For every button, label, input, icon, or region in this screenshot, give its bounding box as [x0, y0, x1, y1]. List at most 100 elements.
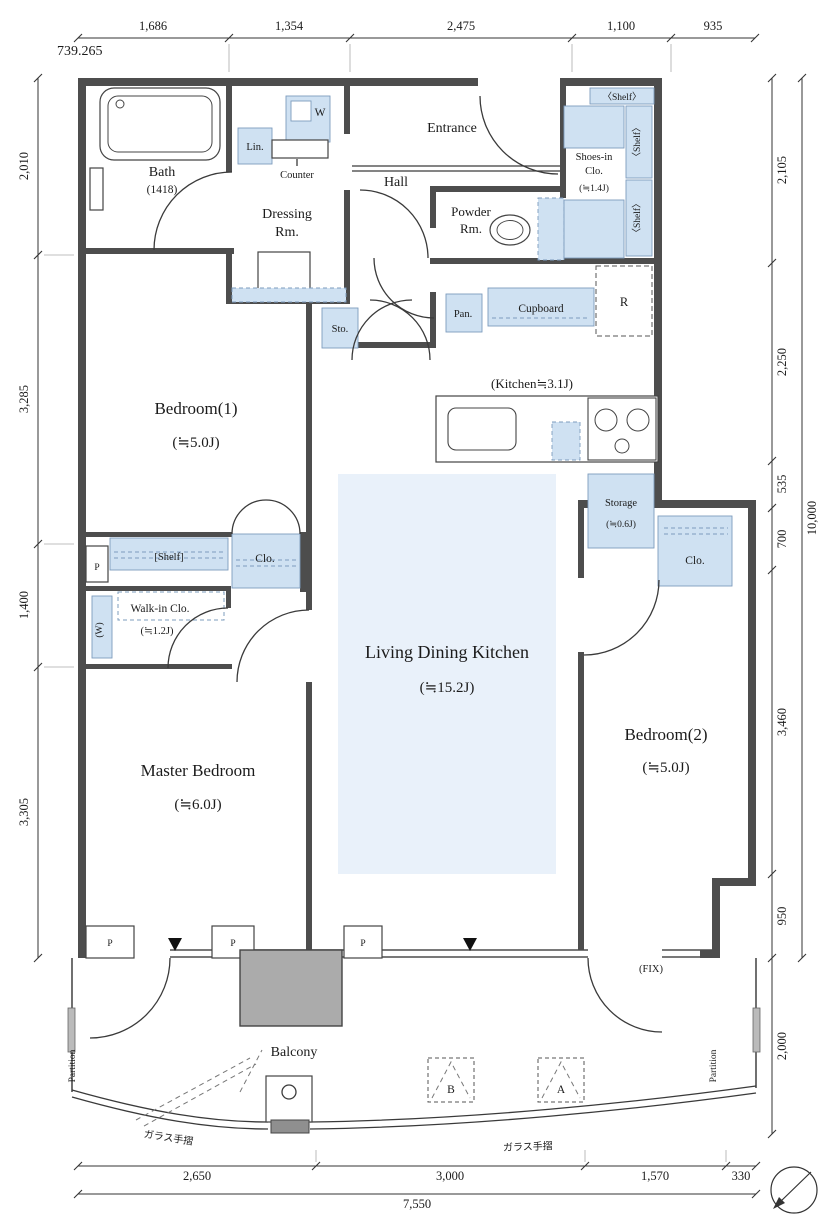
- wall-storage-band-top: [84, 532, 232, 537]
- wall-right-upper: [654, 78, 662, 508]
- label-shelf-right2: 〈Shelf〉: [632, 198, 643, 237]
- wall-right-lower: [712, 878, 720, 958]
- wall-bottom-right-stub: [700, 950, 718, 958]
- label-fix-window: (FIX): [639, 964, 663, 975]
- storage-box: [587, 473, 655, 549]
- label-bedroom1: Bedroom(1): [154, 399, 237, 418]
- label-pillar-band: P: [94, 563, 99, 573]
- label-glass-rail-left: ガラス手摺: [143, 1127, 194, 1148]
- label-powder-2: Rm.: [460, 221, 482, 236]
- bottom-window-wall: [85, 925, 712, 1027]
- label-bath: Bath: [149, 165, 175, 180]
- wall-bath-dressing: [226, 78, 232, 172]
- label-walkin-size: (≒1.2J): [140, 626, 174, 637]
- wall-right-step: [654, 500, 756, 508]
- label-storage-size: (≒0.6J): [606, 519, 636, 530]
- window-center-marker-icon: [168, 938, 182, 951]
- label-shoes-size: (≒1.4J): [579, 183, 609, 194]
- kitchen-counter: [435, 395, 659, 463]
- shoes-closet: [563, 87, 655, 259]
- room-labels: Bath (1418) Dressing Rm. Entrance Hall P…: [130, 121, 707, 1060]
- wall-left: [78, 78, 86, 958]
- entrance-door-opening: [478, 76, 560, 88]
- dim-right-4: 700: [775, 530, 789, 549]
- wall-shoes-left: [560, 86, 566, 198]
- wall-right-step2: [712, 878, 756, 886]
- balcony-drain-base: [270, 1119, 310, 1134]
- washer-icon: [285, 95, 331, 143]
- small-labels: Lin. W Counter 〈Shelf〉 〈Shelf〉 〈Shelf〉 P…: [68, 92, 719, 1154]
- wall-closet1-right: [300, 532, 306, 592]
- stove-icon: [587, 397, 657, 461]
- wall-dressing-hall-upper: [344, 78, 350, 134]
- balcony-partition-left: [67, 1007, 76, 1053]
- dim-right-2: 2,250: [775, 348, 789, 376]
- ac-unit-box-b: [427, 1057, 475, 1103]
- label-hall: Hall: [384, 175, 408, 190]
- wall-bottom-left-stub: [78, 950, 92, 958]
- label-storage: Storage: [605, 498, 637, 509]
- label-ac-unit-b: B: [447, 1084, 455, 1096]
- balcony-partition-right: [752, 1007, 761, 1053]
- door-arc-entrance: [479, 95, 559, 175]
- label-shoes-1: Shoes-in: [576, 152, 614, 163]
- balcony-pillar-block: [239, 949, 343, 1027]
- dim-right-3: 535: [775, 475, 789, 494]
- label-dressing-1: Dressing: [262, 207, 312, 222]
- dim-top-1: 1,686: [139, 19, 167, 33]
- dim-top-3: 2,475: [447, 19, 475, 33]
- dim-right-1: 2,105: [775, 156, 789, 184]
- dim-right-5: 3,460: [775, 708, 789, 736]
- label-pantry: Pan.: [454, 309, 472, 320]
- dim-left-3: 1,400: [17, 591, 31, 619]
- label-pillar-1: P: [107, 939, 112, 949]
- bath-counter: [89, 167, 104, 211]
- drawing-number: 739.265: [57, 44, 103, 59]
- label-shelf-top: 〈Shelf〉: [602, 92, 641, 103]
- closet-bedroom2: [657, 515, 733, 587]
- label-entrance: Entrance: [427, 121, 477, 136]
- dim-bottom-3: 1,570: [641, 1169, 669, 1183]
- dim-bottom-total: 7,550: [403, 1197, 431, 1211]
- wall-bedroom1-right: [306, 300, 312, 534]
- door-arc-hall: [359, 189, 429, 259]
- label-master: Master Bedroom: [141, 761, 256, 780]
- closet-bedroom1: [231, 533, 301, 589]
- door-arc-bath: [153, 171, 233, 251]
- door-arc-closet1-right: [265, 499, 301, 535]
- door-arc-balcony-right: [587, 957, 663, 1033]
- dim-top-4: 1,100: [607, 19, 635, 33]
- dim-bottom-1: 2,650: [183, 1169, 211, 1183]
- kitchen-sink-icon: [447, 407, 517, 451]
- label-bath-size: (1418): [147, 184, 178, 196]
- walls: [78, 78, 756, 958]
- dim-left-2: 3,285: [17, 385, 31, 413]
- balcony-structure: [67, 958, 761, 1134]
- balcony-door-opening-right: [588, 948, 662, 959]
- wall-master-ldk-lower: [306, 682, 312, 950]
- label-closet-bedroom2: Clo.: [685, 555, 705, 567]
- label-cupboard: Cupboard: [518, 303, 564, 315]
- door-arc-walkin: [167, 607, 229, 669]
- label-pillar-3: P: [360, 939, 365, 949]
- label-bedroom2-size: (≒5.0J): [642, 760, 689, 776]
- wall-ldk-bedroom2-lower: [578, 652, 584, 950]
- label-fridge: R: [620, 295, 629, 309]
- fixtures: [85, 87, 733, 659]
- pantry-box: [445, 293, 483, 333]
- wall-ldk-bedroom2-upper: [578, 500, 584, 578]
- label-partition-right: Partition: [709, 1049, 719, 1082]
- toilet-icon: [489, 197, 565, 261]
- linen-cabinet: [237, 127, 273, 165]
- wall-right-outer: [748, 500, 756, 886]
- door-arc-closet1-left: [231, 499, 267, 535]
- door-arc-bedroom2: [583, 579, 660, 656]
- wall-walkin-bottom: [84, 664, 232, 669]
- wall-master-ldk-upper: [306, 532, 312, 610]
- pillar-box-1: [85, 925, 135, 959]
- window-center-marker-icon: [463, 938, 477, 951]
- label-balcony: Balcony: [271, 1045, 318, 1060]
- label-glass-rail-right: ガラス手摺: [503, 1139, 553, 1154]
- ldk-floor-area: [338, 474, 556, 874]
